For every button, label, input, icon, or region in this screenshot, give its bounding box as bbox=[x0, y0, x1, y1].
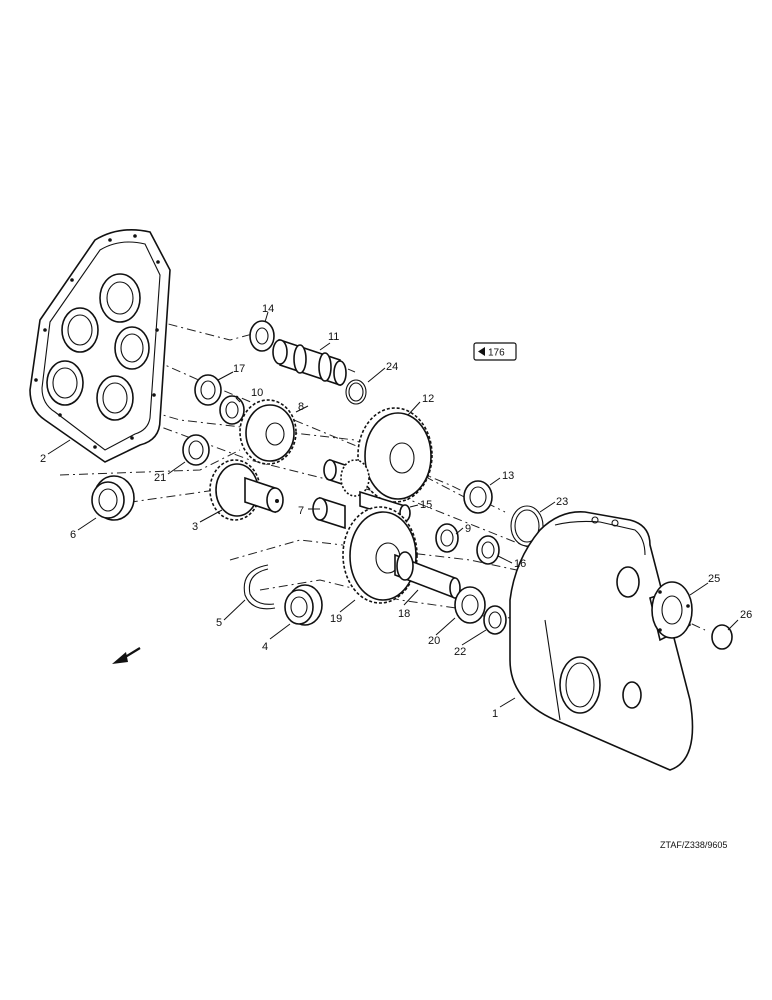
part-labels: 1 2 3 4 5 6 7 8 9 10 11 12 13 14 15 16 1… bbox=[40, 303, 752, 720]
shaft-18 bbox=[394, 551, 461, 600]
washer-22 bbox=[483, 605, 507, 635]
label-16: 16 bbox=[514, 558, 526, 570]
seal-14 bbox=[249, 320, 275, 352]
label-17: 17 bbox=[233, 363, 245, 375]
drawing-code: ZTAF/Z338/9605 bbox=[660, 840, 727, 850]
label-6: 6 bbox=[70, 529, 76, 541]
gear-12 bbox=[323, 407, 433, 503]
label-3: 3 bbox=[192, 521, 198, 533]
gearbox-housing bbox=[509, 511, 694, 771]
ring-23 bbox=[510, 505, 544, 547]
label-2: 2 bbox=[40, 453, 46, 465]
label-7: 7 bbox=[298, 505, 304, 517]
bearing-6 bbox=[91, 475, 135, 521]
bearing-21 bbox=[182, 434, 210, 466]
page-reference-box[interactable] bbox=[473, 342, 517, 361]
shaft-11 bbox=[272, 338, 347, 387]
bearing-20 bbox=[454, 586, 486, 624]
seal-16 bbox=[476, 535, 500, 565]
gear-19 bbox=[342, 506, 418, 604]
label-1: 1 bbox=[492, 708, 498, 720]
label-24: 24 bbox=[386, 361, 398, 373]
flange-25 bbox=[649, 581, 693, 642]
seal-9 bbox=[435, 523, 459, 553]
label-9: 9 bbox=[465, 523, 471, 535]
label-20: 20 bbox=[428, 635, 440, 647]
page-reference[interactable]: 176 bbox=[473, 342, 517, 361]
gear-8 bbox=[239, 399, 297, 465]
bearing-13 bbox=[463, 480, 493, 514]
label-14: 14 bbox=[262, 303, 274, 315]
cap-26 bbox=[711, 624, 733, 650]
label-18: 18 bbox=[398, 608, 410, 620]
label-21: 21 bbox=[154, 472, 166, 484]
label-11: 11 bbox=[328, 331, 339, 343]
label-4: 4 bbox=[262, 641, 268, 653]
arrow-left-icon bbox=[478, 347, 485, 356]
bearing-4 bbox=[284, 584, 323, 626]
label-22: 22 bbox=[454, 646, 466, 658]
bearing-17 bbox=[194, 374, 222, 406]
gear-shaft-3 bbox=[209, 459, 284, 521]
label-10: 10 bbox=[251, 387, 263, 399]
page-reference-number: 176 bbox=[488, 348, 505, 359]
label-13: 13 bbox=[502, 470, 514, 482]
label-19: 19 bbox=[330, 613, 342, 625]
label-5: 5 bbox=[216, 617, 222, 629]
front-cover-plate bbox=[29, 229, 171, 463]
label-12: 12 bbox=[422, 393, 434, 405]
label-25: 25 bbox=[708, 573, 720, 585]
direction-arrow-icon bbox=[112, 647, 141, 664]
leader-lines bbox=[47, 311, 739, 708]
label-26: 26 bbox=[740, 609, 752, 621]
bearing-10 bbox=[219, 395, 245, 425]
snap-ring-24 bbox=[345, 379, 367, 405]
snap-ring-5 bbox=[243, 564, 276, 610]
label-15: 15 bbox=[420, 499, 432, 511]
label-23: 23 bbox=[556, 496, 568, 508]
shaft-7 bbox=[312, 496, 346, 530]
label-8: 8 bbox=[298, 401, 304, 413]
